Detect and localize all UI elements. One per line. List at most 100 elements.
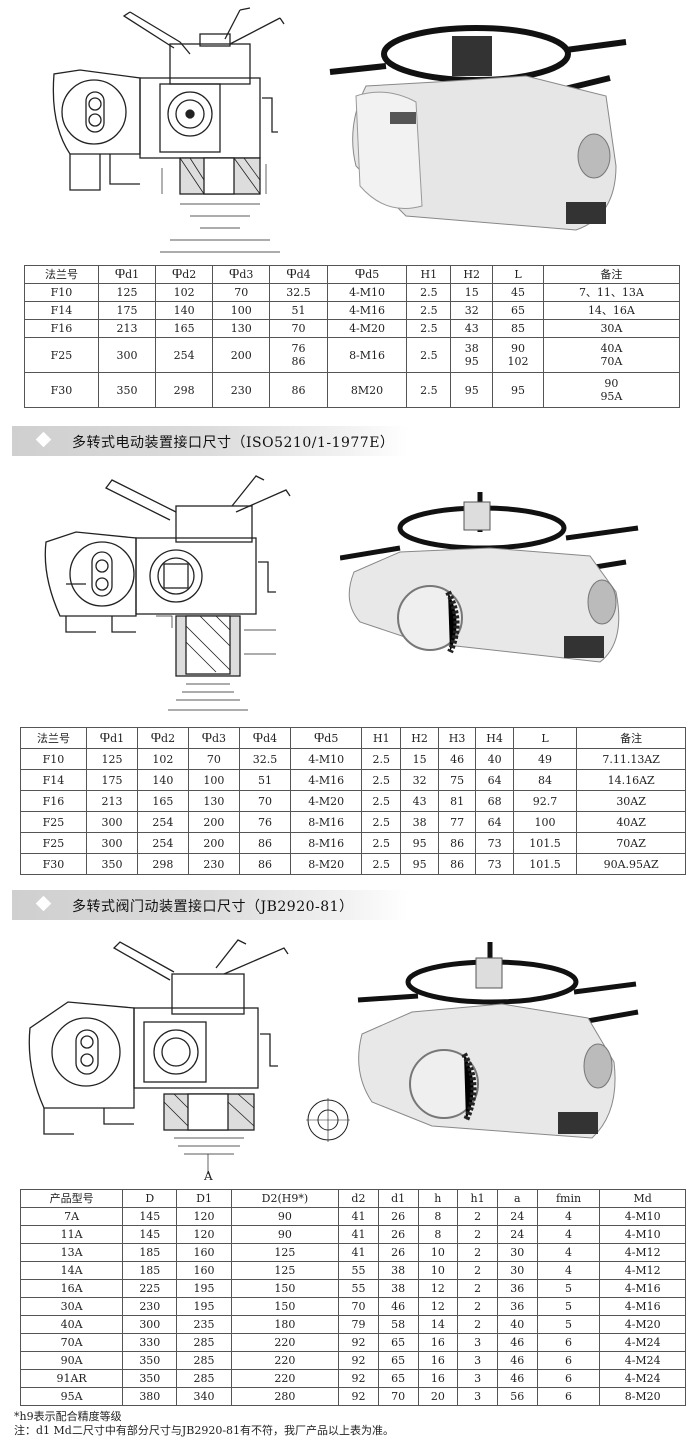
table-cell: 4-M10 bbox=[290, 748, 363, 770]
table-cell: 70A bbox=[19, 1333, 124, 1352]
table-cell: 101.5 bbox=[512, 832, 578, 854]
table-cell: 4-M20 bbox=[290, 790, 363, 812]
table-cell: 100 bbox=[512, 811, 578, 833]
column-header: h1 bbox=[457, 1189, 498, 1208]
table-cell: 30 bbox=[496, 1243, 538, 1262]
table-cell: 2.5 bbox=[406, 337, 452, 373]
table-cell: 46 bbox=[437, 748, 477, 770]
table-cell: 280 bbox=[230, 1387, 340, 1406]
table-cell: 85 bbox=[492, 319, 544, 338]
table-cell: 95 bbox=[400, 832, 439, 854]
table-cell: F25 bbox=[20, 811, 87, 833]
table-cell: 90A.95AZ bbox=[576, 853, 686, 875]
table-cell: 300 bbox=[122, 1315, 178, 1334]
table-cell: 102 bbox=[155, 283, 214, 302]
column-header: Ⴔd5 bbox=[290, 727, 363, 749]
table-cell: 20 bbox=[417, 1387, 459, 1406]
table-cell: 2 bbox=[457, 1279, 498, 1298]
table-cell: 125 bbox=[230, 1243, 340, 1262]
table-cell: 92 bbox=[338, 1387, 379, 1406]
column-header: Ⴔd4 bbox=[269, 265, 328, 284]
column-header: D2(H9*) bbox=[230, 1189, 340, 1208]
table-cell: 150 bbox=[230, 1297, 340, 1316]
table-cell: 4-M10 bbox=[326, 283, 408, 302]
table-cell: 70 bbox=[238, 790, 292, 812]
section-marker-label: A bbox=[203, 1169, 213, 1182]
table-cell: 254 bbox=[136, 832, 189, 854]
table-cell: 165 bbox=[155, 319, 214, 338]
table-cell: 3 bbox=[457, 1333, 498, 1352]
table-cell: 41 bbox=[338, 1207, 379, 1226]
table-cell: 120 bbox=[176, 1225, 232, 1244]
table-cell: 4 bbox=[536, 1225, 601, 1244]
table-cell: 36 bbox=[496, 1297, 538, 1316]
table-cell: 38 95 bbox=[450, 337, 494, 373]
table-cell: 2.5 bbox=[361, 832, 402, 854]
table-cell: 26 bbox=[377, 1207, 419, 1226]
table-cell: 350 bbox=[122, 1369, 178, 1388]
table-cell: 92 bbox=[338, 1369, 379, 1388]
table-cell: 64 bbox=[475, 811, 514, 833]
table-cell: 14、16A bbox=[542, 301, 681, 320]
table-cell: 2 bbox=[457, 1207, 498, 1226]
column-header: H3 bbox=[437, 727, 477, 749]
table-cell: 90 bbox=[230, 1207, 340, 1226]
table-cell: 165 bbox=[136, 790, 189, 812]
table-cell: 225 bbox=[122, 1279, 178, 1298]
table-cell: F14 bbox=[20, 769, 87, 791]
table-cell: 46 bbox=[496, 1369, 538, 1388]
table-cell: 70 bbox=[269, 319, 328, 338]
table-cell: 6 bbox=[536, 1351, 601, 1370]
table-cell: F25 bbox=[24, 337, 99, 373]
table-cell: 86 bbox=[238, 832, 292, 854]
table-cell: 4 bbox=[536, 1261, 601, 1280]
table-cell: 38 bbox=[400, 811, 439, 833]
table-cell: 76 86 bbox=[269, 337, 328, 373]
table-cell: F16 bbox=[20, 790, 87, 812]
table-cell: 90 bbox=[230, 1225, 340, 1244]
table-cell: F25 bbox=[20, 832, 87, 854]
bolt-pattern-inset-drawing bbox=[306, 1098, 350, 1142]
diamond-icon bbox=[35, 895, 52, 912]
actuator-technical-drawing-2 bbox=[44, 475, 291, 711]
table-cell: 2 bbox=[457, 1225, 498, 1244]
table-cell: 180 bbox=[230, 1315, 340, 1334]
table-cell: 2.5 bbox=[406, 372, 452, 408]
column-header: fmin bbox=[536, 1189, 601, 1208]
table-cell: 2 bbox=[457, 1261, 498, 1280]
table-cell: 95A bbox=[19, 1387, 124, 1406]
column-header: D1 bbox=[176, 1189, 232, 1208]
table-cell: 230 bbox=[122, 1297, 178, 1316]
table-cell: 300 bbox=[86, 811, 138, 833]
table-cell: 4 bbox=[536, 1207, 601, 1226]
table-cell: 185 bbox=[122, 1261, 178, 1280]
table-cell: 200 bbox=[212, 337, 271, 373]
table-cell: 140 bbox=[136, 769, 189, 791]
table-cell: 36 bbox=[496, 1279, 538, 1298]
table-cell: 56 bbox=[496, 1387, 538, 1406]
table-cell: 145 bbox=[122, 1207, 178, 1226]
table-cell: 32 bbox=[400, 769, 439, 791]
column-header: Ⴔd3 bbox=[212, 265, 271, 284]
table-cell: 4-M16 bbox=[599, 1297, 686, 1316]
table-cell: 7A bbox=[19, 1207, 124, 1226]
table-cell: 5 bbox=[536, 1315, 601, 1334]
section1-figures bbox=[0, 0, 700, 262]
table-cell: 195 bbox=[176, 1279, 232, 1298]
table-cell: 92 bbox=[338, 1351, 379, 1370]
table-cell: 86 bbox=[437, 853, 477, 875]
table-cell: 14.16AZ bbox=[576, 769, 686, 791]
table-cell: 4-M24 bbox=[599, 1351, 686, 1370]
column-header: L bbox=[492, 265, 544, 284]
column-header: Md bbox=[599, 1189, 686, 1208]
